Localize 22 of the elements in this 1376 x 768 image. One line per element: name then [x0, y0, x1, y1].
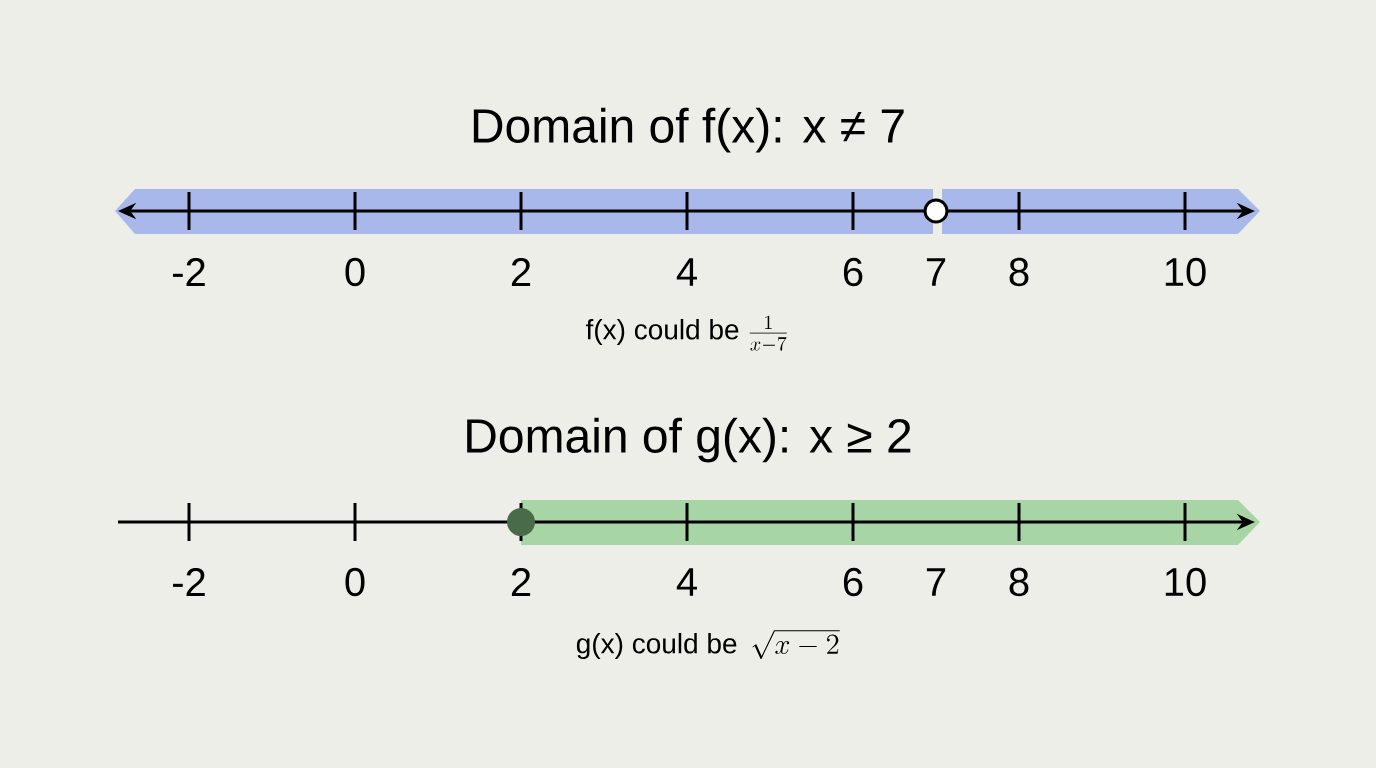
tick-label: 10: [1165, 567, 1206, 597]
tick-label: 8: [1009, 567, 1029, 597]
tick-label: 4: [676, 568, 697, 596]
tick-label: 0: [345, 567, 365, 597]
tick-label: 8: [1009, 257, 1029, 287]
tick-label: 6: [843, 567, 863, 597]
caption: g(x) could be: [576, 632, 737, 660]
tick-label: 7: [926, 258, 946, 286]
tick-label: 10: [1165, 257, 1206, 287]
tick-label: 2: [511, 568, 531, 596]
formula: $\sqrt{x - 2}$: [752, 630, 840, 659]
tick-label: -2: [173, 568, 205, 596]
tick-label: 0: [345, 257, 365, 287]
heading: Domain of f(x): x ≠ 7: [473, 107, 904, 153]
tick-label: 4: [676, 258, 697, 286]
tick-label: 7: [926, 568, 946, 596]
tick-label: -2: [173, 258, 205, 286]
formula: $\frac{1}{x - 7}$: [749, 315, 787, 351]
tick-label: 6: [843, 257, 863, 287]
heading: Domain of g(x): x ≥ 2: [467, 417, 911, 463]
caption: f(x) could be: [585, 318, 739, 346]
tick-label: 2: [511, 258, 531, 286]
